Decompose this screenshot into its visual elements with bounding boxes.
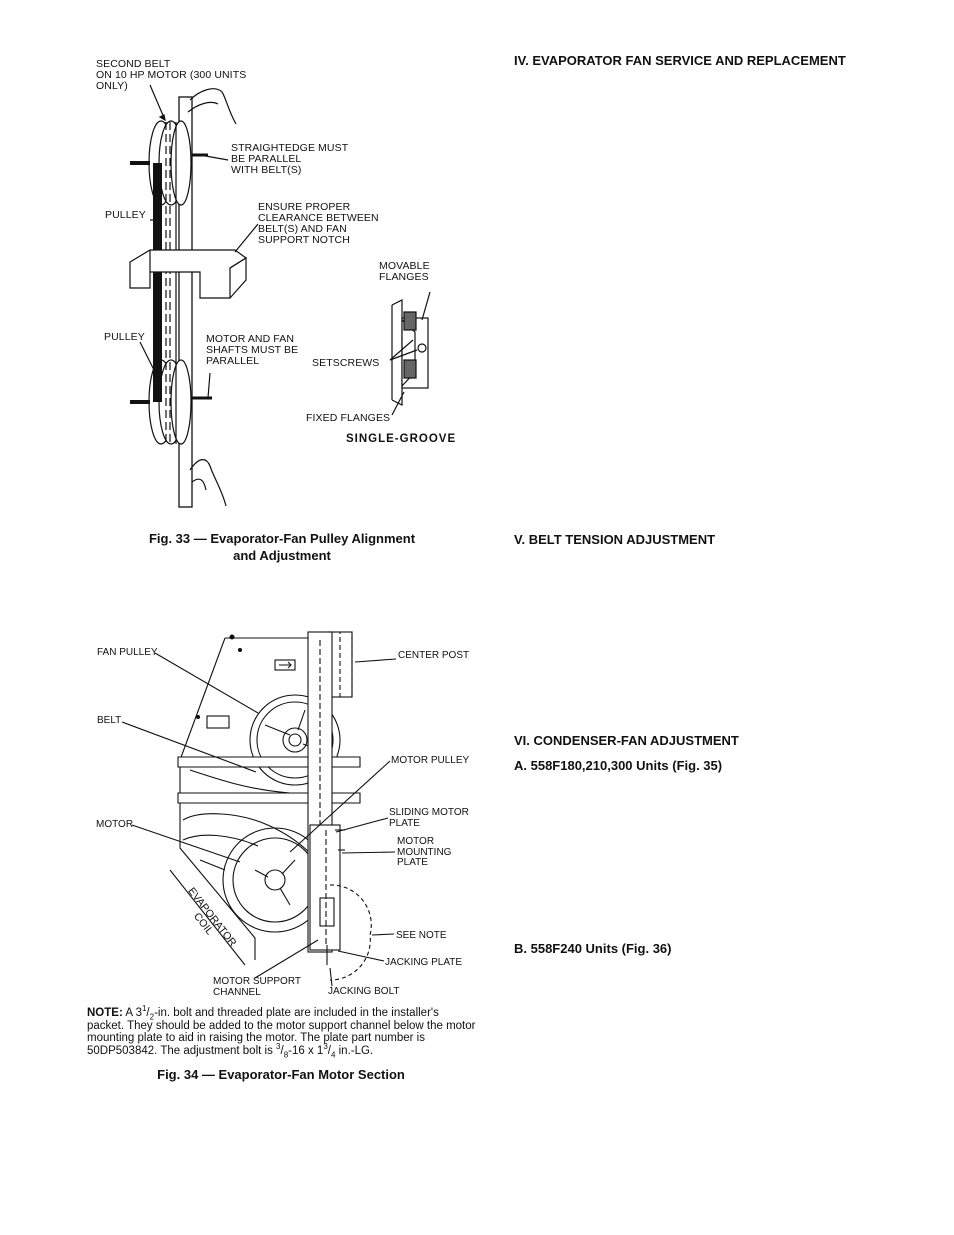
label-sliding-motor-plate: SLIDING MOTOR PLATE (389, 807, 469, 829)
section-heading-iv: IV. EVAPORATOR FAN SERVICE AND REPLACEME… (514, 53, 846, 68)
label-center-post: CENTER POST (398, 650, 470, 661)
note-text-4: in.-LG. (335, 1044, 374, 1057)
fig33-caption-line1: Fig. 33 — Evaporator-Fan Pulley Alignmen… (148, 531, 416, 546)
label-motor-fan-shafts: MOTOR AND FAN SHAFTS MUST BE PARALLEL (206, 333, 299, 367)
subsection-heading-vi-b: B. 558F240 Units (Fig. 36) (514, 941, 672, 956)
fig33-caption-line2: and Adjustment (233, 548, 331, 563)
label-fan-pulley: FAN PULLEY (97, 647, 158, 658)
fig34-caption: Fig. 34 — Evaporator-Fan Motor Section (157, 1067, 405, 1082)
label-movable-flanges: MOVABLE FLANGES (379, 260, 430, 283)
label-jacking-bolt: JACKING BOLT (328, 986, 400, 997)
note-text-3: -16 x 1 (288, 1044, 324, 1057)
label-second-belt: SECOND BELT ON 10 HP MOTOR (300 UNITS ON… (96, 58, 247, 92)
label-belt: BELT (97, 715, 122, 726)
section-heading-v: V. BELT TENSION ADJUSTMENT (514, 532, 716, 547)
label-fixed-flanges: FIXED FLANGES (306, 412, 391, 424)
note-frac3-den: 4 (330, 1049, 336, 1059)
fig33-caption: Fig. 33 — Evaporator-Fan Pulley Alignmen… (100, 530, 464, 564)
label-pulley-bottom: PULLEY (104, 331, 145, 343)
note-frac2-sep: / (280, 1044, 284, 1057)
label-jacking-plate: JACKING PLATE (385, 957, 463, 968)
label-pulley-top: PULLEY (105, 209, 146, 221)
note-frac3-sep: / (327, 1044, 331, 1057)
label-straightedge: STRAIGHTEDGE MUST BE PARALLEL WITH BELT(… (231, 142, 349, 176)
label-motor-support-channel: MOTOR SUPPORT CHANNEL (213, 976, 301, 998)
note-frac3-num: 3 (323, 1041, 328, 1051)
subsection-heading-vi-a: A. 558F180,210,300 Units (Fig. 35) (514, 758, 723, 773)
note-frac1-den: 2 (149, 1012, 155, 1022)
label-motor-mounting-plate: MOTOR MOUNTING PLATE (397, 836, 452, 868)
label-setscrews: SETSCREWS (312, 357, 380, 369)
label-ensure-clearance: ENSURE PROPER CLEARANCE BETWEEN BELT(S) … (258, 201, 379, 246)
note-frac1-num: 1 (141, 1004, 147, 1014)
note-frac2-den: 8 (283, 1049, 289, 1059)
label-see-note: SEE NOTE (396, 930, 447, 941)
label-motor: MOTOR (96, 819, 134, 830)
note-frac2-num: 3 (276, 1041, 281, 1051)
note-label: NOTE: (87, 1007, 123, 1019)
label-single-groove: SINGLE-GROOVE (346, 433, 457, 445)
fig34-note: NOTE: A 31/2-in. bolt and threaded plate… (87, 1004, 477, 1059)
note-text-1: A 3 (122, 1007, 142, 1019)
note-frac1-sep: / (146, 1007, 150, 1019)
label-motor-pulley: MOTOR PULLEY (391, 755, 470, 766)
note-text-2: -in. bolt and threaded plate are include… (87, 1007, 476, 1057)
section-heading-vi: VI. CONDENSER-FAN ADJUSTMENT (514, 733, 739, 748)
